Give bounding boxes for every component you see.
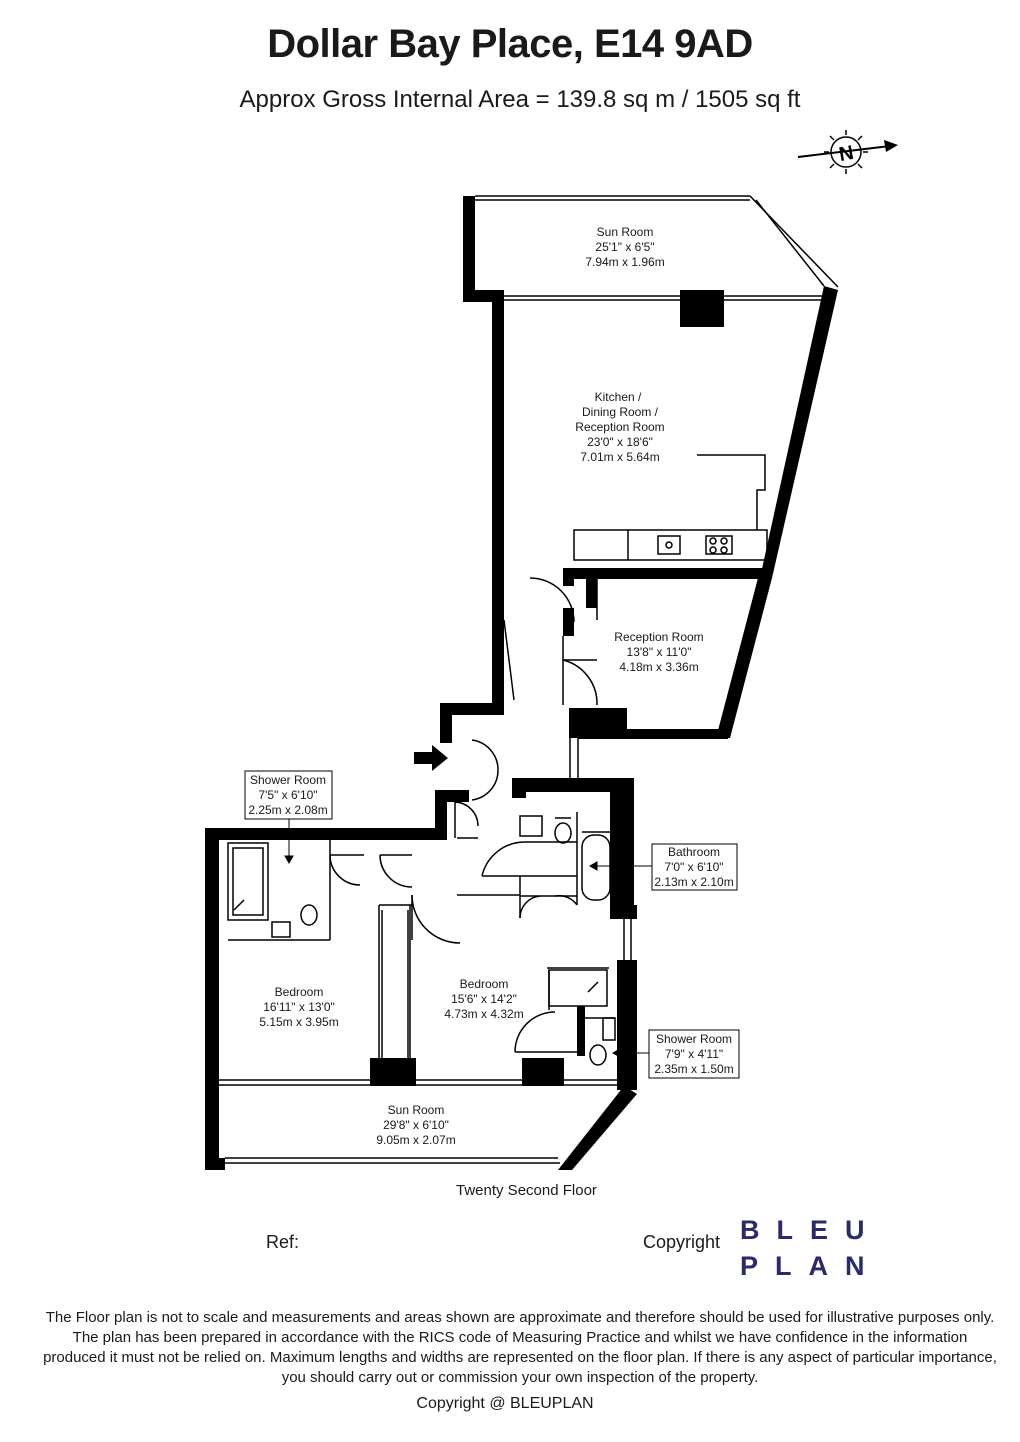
- ref-label: Ref:: [266, 1232, 300, 1252]
- kitchen-imperial: 23'0" x 18'6": [587, 435, 653, 449]
- kitchen-line2: Dining Room /: [582, 405, 659, 419]
- copyright-label: Copyright: [643, 1232, 721, 1252]
- kitchen-line1: Kitchen /: [595, 390, 642, 404]
- page-title: Dollar Bay Place, E14 9AD: [267, 22, 753, 66]
- reception-metric: 4.18m x 3.36m: [619, 660, 698, 674]
- kitchen-metric: 7.01m x 5.64m: [580, 450, 659, 464]
- logo-line-1: BLEU: [740, 1215, 882, 1245]
- bathroom-name: Bathroom: [668, 845, 720, 859]
- shower-room-1-imperial: 7'5" x 6'10": [258, 788, 317, 802]
- bedroom-2-metric: 4.73m x 4.32m: [444, 1007, 523, 1021]
- reception-imperial: 13'8" x 11'0": [627, 645, 692, 659]
- footer-copyright: Copyright @ BLEUPLAN: [416, 1395, 594, 1412]
- gross-internal-area: Approx Gross Internal Area = 139.8 sq m …: [239, 86, 801, 113]
- bedroom-1-metric: 5.15m x 3.95m: [259, 1015, 338, 1029]
- reception-name: Reception Room: [614, 630, 703, 644]
- interior-lines: [219, 195, 839, 1164]
- walls: [205, 196, 838, 1170]
- sun-room-bottom-name: Sun Room: [388, 1103, 445, 1117]
- shower-room-1-metric: 2.25m x 2.08m: [248, 803, 327, 817]
- sun-room-top-imperial: 25'1" x 6'5": [595, 240, 654, 254]
- compass-letter: N: [837, 142, 855, 166]
- logo-line-2: PLAN: [740, 1251, 882, 1281]
- callout-pointers: [284, 819, 652, 1058]
- shower-room-2-imperial: 7'9" x 4'11": [665, 1047, 723, 1061]
- bedroom-1-name: Bedroom: [275, 985, 324, 999]
- floor-plan: N: [205, 130, 898, 1170]
- entrance-arrow-icon: [414, 745, 448, 771]
- bedroom-1-imperial: 16'11" x 13'0": [263, 1000, 335, 1014]
- shower-room-1-name: Shower Room: [250, 773, 326, 787]
- sun-room-bottom-imperial: 29'8" x 6'10": [383, 1118, 449, 1132]
- shower-room-2-metric: 2.35m x 1.50m: [654, 1062, 733, 1076]
- kitchen-line3: Reception Room: [575, 420, 664, 434]
- sun-room-bottom-metric: 9.05m x 2.07m: [376, 1133, 455, 1147]
- bedroom-2-name: Bedroom: [460, 977, 509, 991]
- callout-boxes: [244, 770, 740, 1079]
- shower-room-2-name: Shower Room: [656, 1032, 732, 1046]
- sun-room-top-name: Sun Room: [597, 225, 654, 239]
- floor-label: Twenty Second Floor: [456, 1182, 597, 1199]
- sun-room-top-metric: 7.94m x 1.96m: [585, 255, 664, 269]
- bathroom-imperial: 7'0" x 6'10": [664, 860, 723, 874]
- disclaimer-text: The Floor plan is not to scale and measu…: [43, 1309, 997, 1386]
- bathroom-metric: 2.13m x 2.10m: [654, 875, 733, 889]
- bleuplan-logo: BLEU PLAN: [740, 1212, 882, 1284]
- compass-icon: N: [797, 130, 898, 174]
- bedroom-2-imperial: 15'6" x 14'2": [451, 992, 517, 1006]
